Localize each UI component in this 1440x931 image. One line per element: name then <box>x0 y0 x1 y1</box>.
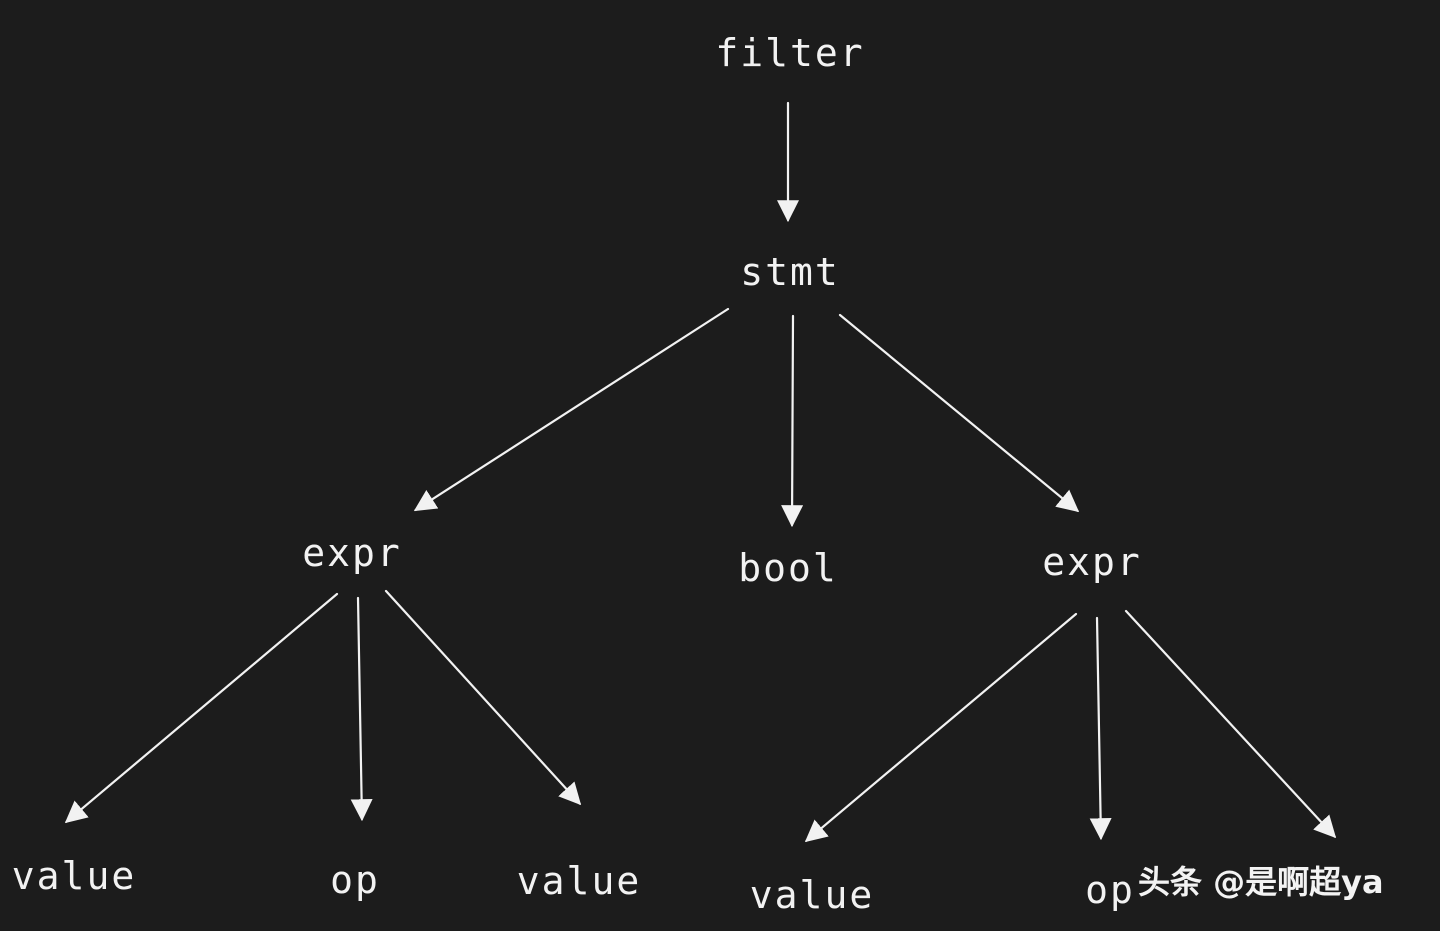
edge-stmt-to-expr-right <box>838 313 1080 513</box>
node-stmt: stmt <box>740 250 840 294</box>
node-value-right-left: value <box>749 873 875 917</box>
edge-stmt-to-bool <box>781 314 804 528</box>
edge-expr-left-to-op-l <box>350 596 373 822</box>
edge-expr-left-to-value-ll <box>64 592 339 824</box>
node-bool: bool <box>738 546 838 590</box>
node-expr-right: expr <box>1042 540 1142 584</box>
edge-expr-right-to-op-r <box>1089 616 1112 841</box>
node-expr-left: expr <box>302 531 402 575</box>
watermark-text: 头条 @是啊超ya <box>1138 863 1384 901</box>
node-value-left-right: value <box>516 859 642 903</box>
node-op-right: op <box>1085 868 1135 912</box>
node-filter: filter <box>715 31 865 75</box>
node-value-left-left: value <box>11 854 137 898</box>
edge-expr-left-to-value-lr <box>384 589 582 806</box>
edge-expr-right-to-value-rl <box>804 612 1078 843</box>
edge-expr-right-to-value-rr <box>1124 609 1337 839</box>
edge-stmt-to-expr-left <box>413 307 730 512</box>
node-op-left: op <box>330 858 380 902</box>
